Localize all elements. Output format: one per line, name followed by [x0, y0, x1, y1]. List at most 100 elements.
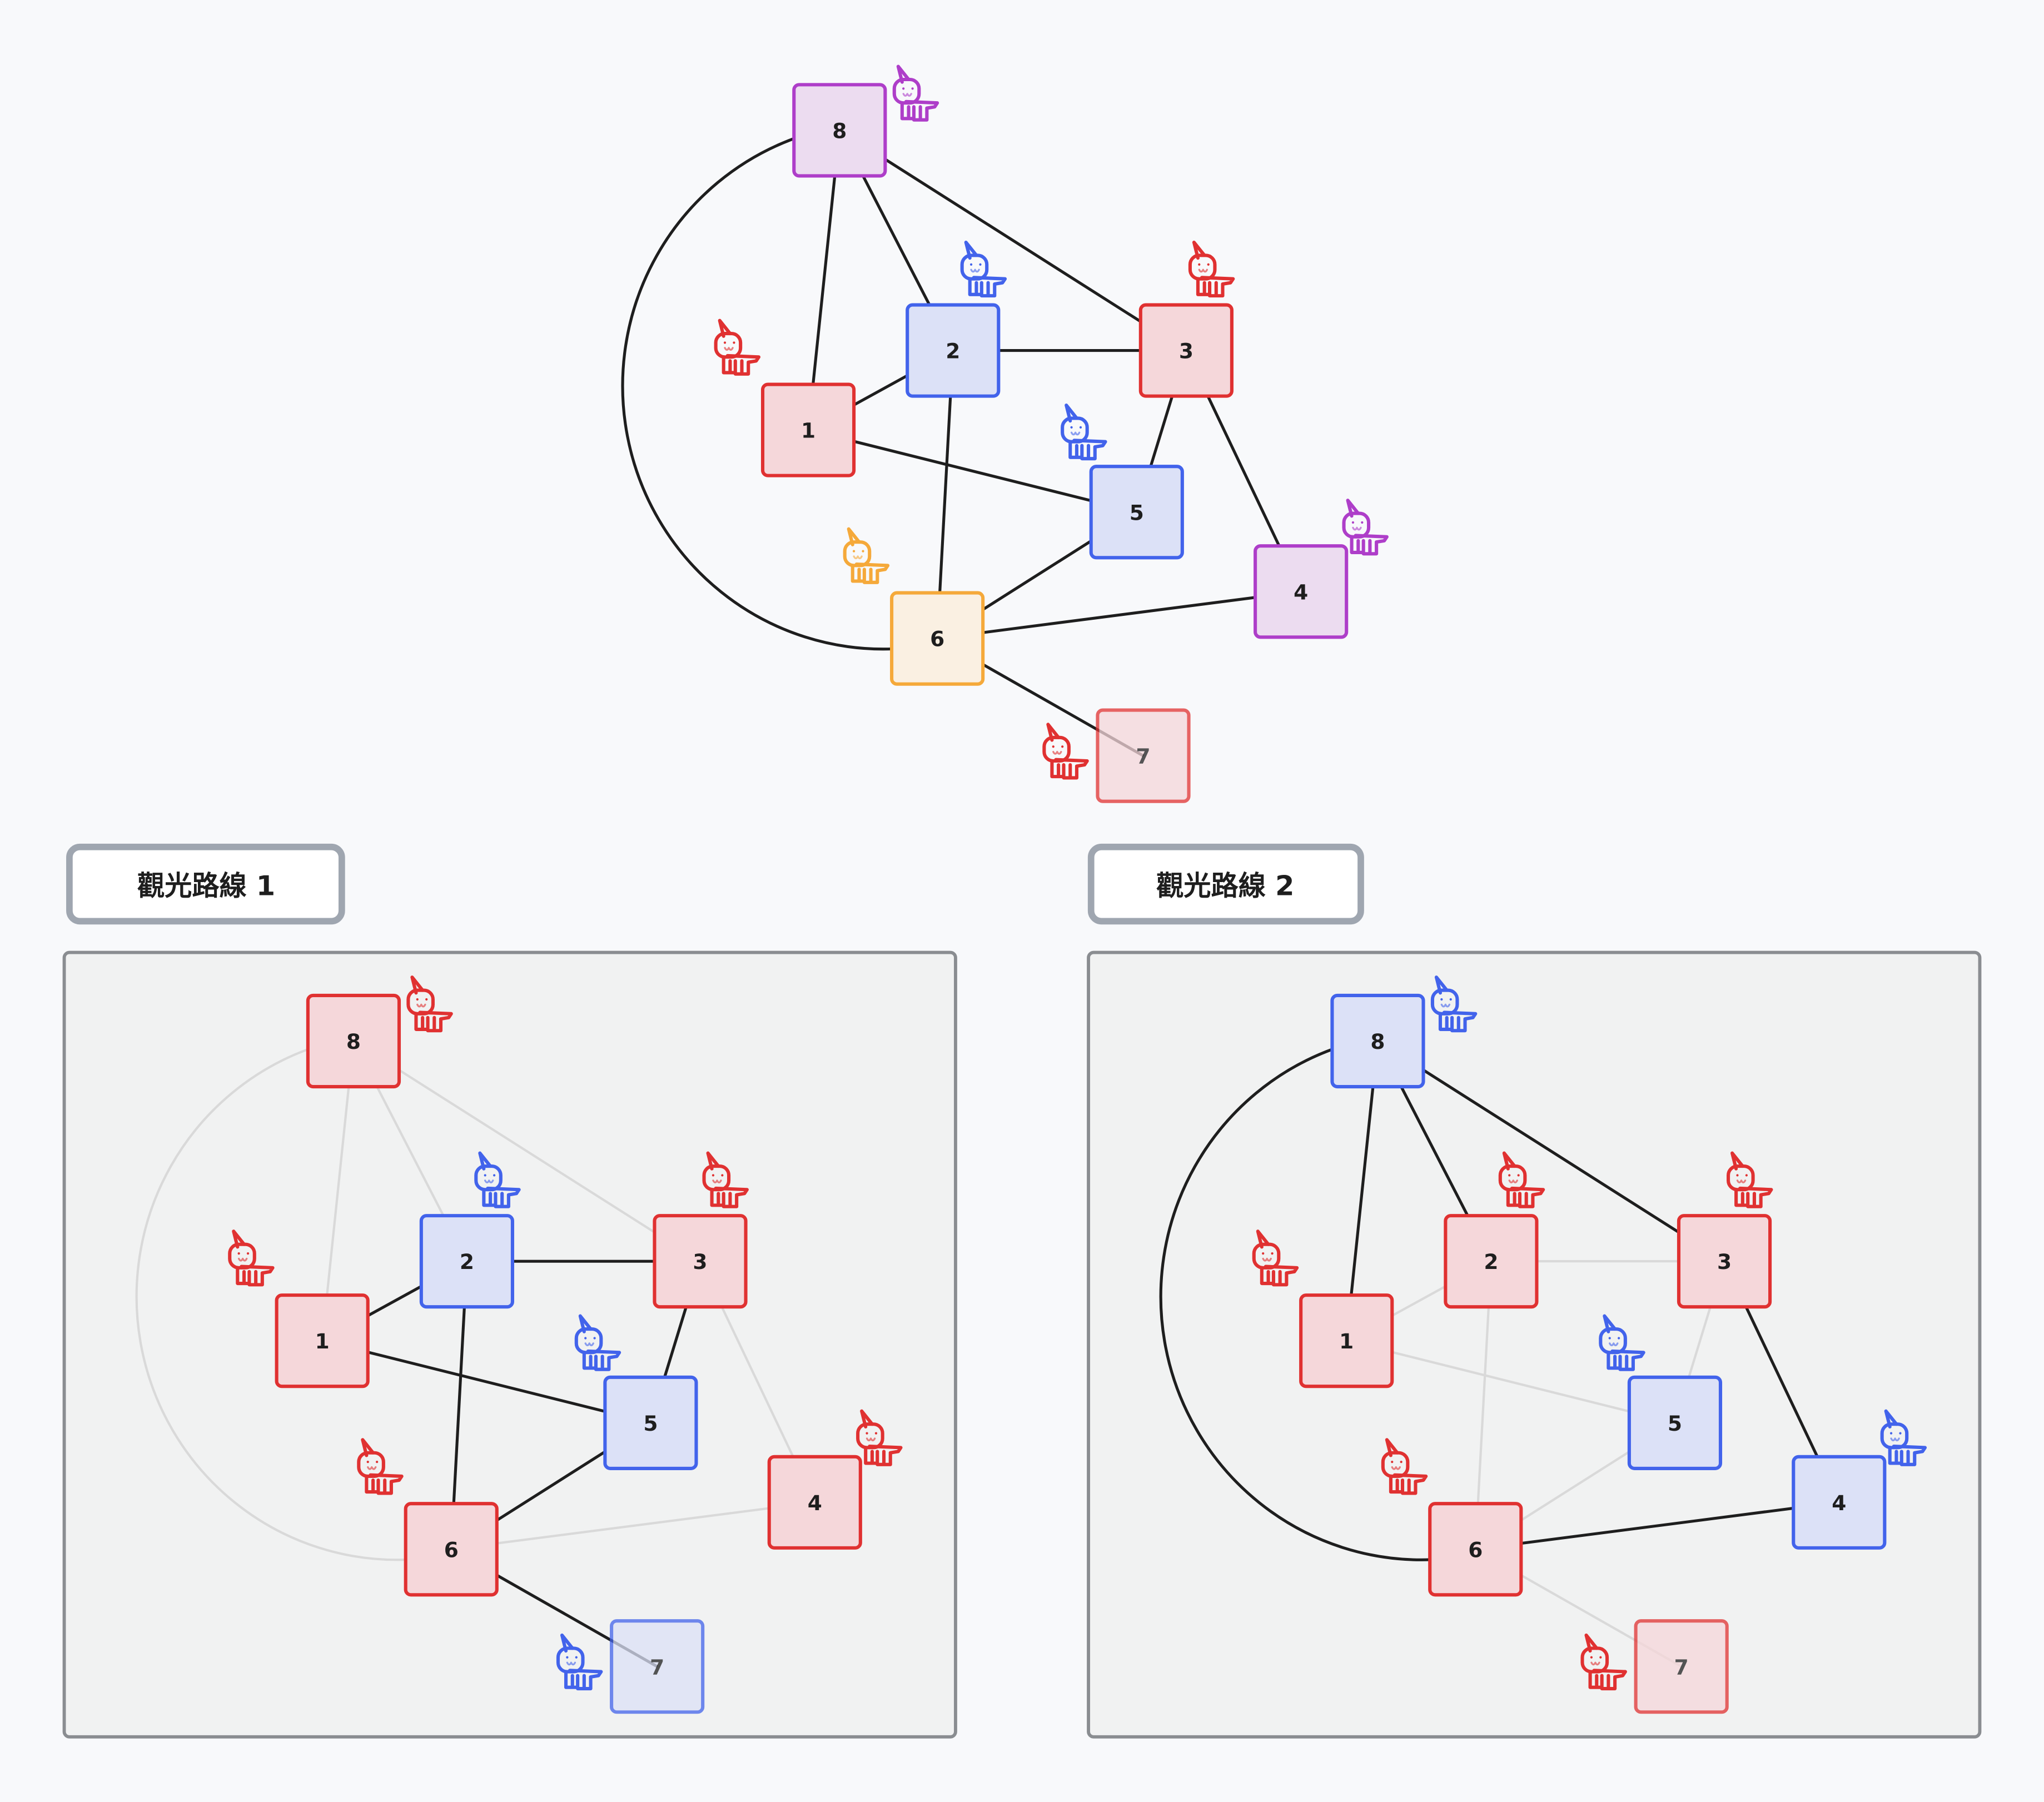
node-8[interactable]: 8	[1330, 993, 1425, 1089]
node-box[interactable]	[890, 591, 985, 686]
node-label: 3	[1179, 339, 1193, 364]
node-8[interactable]: 8	[792, 83, 887, 178]
edge-8-1	[321, 1041, 355, 1341]
node-label: 7	[1674, 1655, 1689, 1679]
unicorn-icon	[1188, 240, 1235, 298]
node-label: 1	[1339, 1329, 1354, 1353]
route-2-panel	[1087, 950, 1982, 1739]
node-box[interactable]	[610, 1619, 705, 1714]
edge-6-4	[937, 590, 1301, 640]
node-label: 6	[1468, 1537, 1483, 1562]
node-7[interactable]: 7	[1634, 1619, 1729, 1714]
node-5[interactable]: 5	[1627, 1375, 1723, 1470]
edge-8-3	[838, 129, 1187, 352]
node-5[interactable]: 5	[1089, 465, 1184, 560]
route-1-title-box: 觀光路線 1	[66, 843, 345, 925]
edge-6-4	[1475, 1501, 1839, 1551]
node-box[interactable]	[1428, 1502, 1523, 1597]
unicorn-icon	[960, 240, 1007, 298]
unicorn-icon	[843, 527, 890, 584]
node-3[interactable]: 3	[653, 1214, 748, 1309]
node-2[interactable]: 2	[1444, 1214, 1539, 1309]
edge-8-3	[1377, 1039, 1725, 1263]
edge-2-6	[936, 350, 954, 639]
node-box[interactable]	[1634, 1619, 1729, 1714]
edge-2-6	[1474, 1261, 1493, 1550]
edge-6-4	[451, 1501, 815, 1551]
unicorn-icon	[1252, 1229, 1299, 1287]
node-4[interactable]: 4	[1254, 544, 1349, 639]
node-3[interactable]: 3	[1677, 1214, 1772, 1309]
node-label: 6	[444, 1537, 459, 1562]
node-box[interactable]	[1330, 993, 1425, 1089]
node-8[interactable]: 8	[306, 993, 401, 1089]
node-box[interactable]	[906, 303, 1001, 398]
edge-8-6	[1159, 1047, 1431, 1561]
node-box[interactable]	[653, 1214, 748, 1309]
node-box[interactable]	[404, 1502, 499, 1597]
node-2[interactable]: 2	[906, 303, 1001, 398]
route-1-panel	[62, 950, 957, 1739]
node-box[interactable]	[1089, 465, 1184, 560]
node-box[interactable]	[1254, 544, 1349, 639]
node-box[interactable]	[760, 382, 856, 477]
node-7[interactable]: 7	[1096, 708, 1191, 803]
edge-1-5	[1346, 1340, 1675, 1424]
node-4[interactable]: 4	[767, 1455, 862, 1550]
node-box[interactable]	[1627, 1375, 1723, 1470]
node-1[interactable]: 1	[760, 382, 856, 477]
node-label: 1	[315, 1329, 330, 1353]
node-box[interactable]	[306, 993, 401, 1089]
unicorn-icon	[357, 1438, 404, 1495]
node-box[interactable]	[792, 83, 887, 178]
node-6[interactable]: 6	[1428, 1502, 1523, 1597]
node-3[interactable]: 3	[1138, 303, 1234, 398]
node-1[interactable]: 1	[1299, 1293, 1394, 1388]
edge-1-5	[808, 429, 1137, 514]
node-box[interactable]	[1299, 1293, 1394, 1388]
node-box[interactable]	[1138, 303, 1234, 398]
route-1-title: 觀光路線 1	[137, 869, 275, 902]
node-box[interactable]	[603, 1375, 698, 1470]
edge-1-5	[322, 1339, 652, 1425]
edge-8-6	[135, 1048, 407, 1561]
unicorn-icon	[1430, 975, 1478, 1033]
edge-8-1	[1345, 1041, 1380, 1341]
edge-2-6	[450, 1261, 469, 1550]
node-label: 5	[643, 1411, 658, 1436]
unicorn-icon	[556, 1633, 603, 1691]
node-box[interactable]	[1792, 1455, 1887, 1550]
node-label: 8	[1370, 1029, 1385, 1054]
main-graph: 1 2 3 4 5 6 7 8	[621, 64, 1389, 803]
node-box[interactable]	[275, 1293, 370, 1388]
node-7[interactable]: 7	[610, 1619, 705, 1714]
unicorn-icon	[1498, 1151, 1545, 1208]
unicorn-icon	[892, 64, 939, 122]
node-label: 2	[1484, 1250, 1498, 1274]
node-label: 5	[1130, 500, 1144, 525]
node-box[interactable]	[1096, 708, 1191, 803]
node-4[interactable]: 4	[1792, 1455, 1887, 1550]
unicorn-icon	[702, 1151, 749, 1208]
unicorn-icon	[856, 1409, 903, 1466]
unicorn-icon	[574, 1314, 621, 1371]
edge-8-3	[352, 1040, 701, 1262]
node-6[interactable]: 6	[404, 1502, 499, 1597]
node-box[interactable]	[767, 1455, 862, 1550]
unicorn-icon	[1042, 723, 1089, 780]
node-label: 7	[1136, 744, 1150, 769]
node-label: 2	[460, 1250, 474, 1274]
node-2[interactable]: 2	[419, 1214, 514, 1309]
node-box[interactable]	[1444, 1214, 1539, 1309]
unicorn-icon	[1580, 1633, 1627, 1691]
node-label: 2	[946, 339, 960, 364]
node-1[interactable]: 1	[275, 1293, 370, 1388]
unicorn-icon	[1342, 499, 1389, 556]
route-2-title: 觀光路線 2	[1156, 869, 1294, 902]
node-box[interactable]	[1677, 1214, 1772, 1309]
node-label: 8	[346, 1029, 361, 1054]
node-6[interactable]: 6	[890, 591, 985, 686]
unicorn-icon	[1880, 1409, 1927, 1466]
node-box[interactable]	[419, 1214, 514, 1309]
node-5[interactable]: 5	[603, 1375, 698, 1470]
